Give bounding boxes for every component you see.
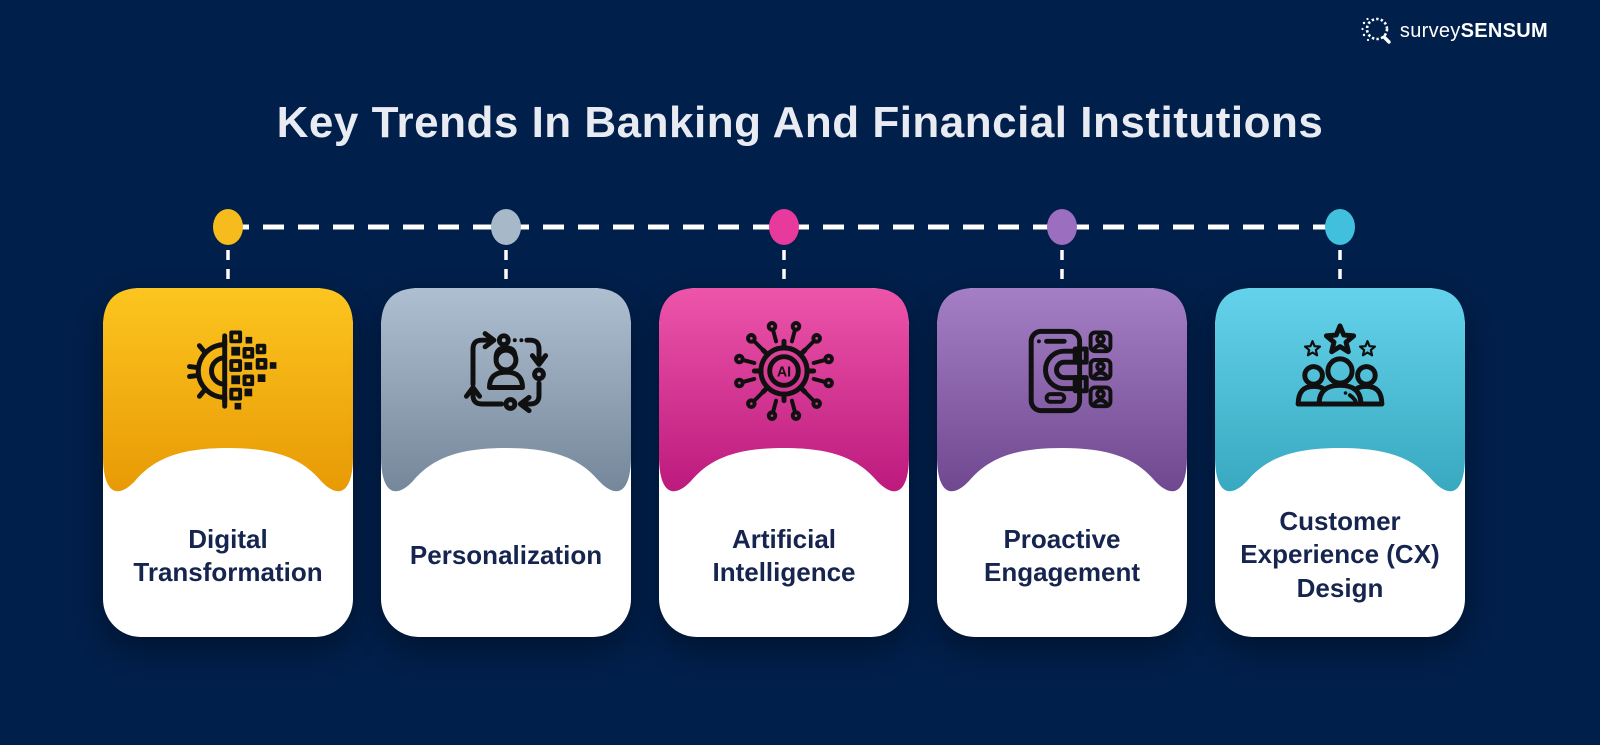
- card-label: Customer Experience (CX) Design: [1233, 486, 1447, 624]
- ai-chip-label: AI: [777, 365, 791, 381]
- surveysensum-q-brain-icon: [1361, 17, 1391, 44]
- page-title: Key Trends In Banking And Financial Inst…: [276, 98, 1324, 147]
- personalization-icon: [463, 331, 549, 414]
- card-label-text: Artificial Intelligence: [712, 523, 856, 587]
- card-header-wave: [103, 288, 353, 492]
- timeline-dot-4: [1047, 209, 1077, 245]
- card-label-text: Proactive Engagement: [983, 523, 1141, 587]
- logo-word-sensum: SENSUM: [1460, 19, 1548, 42]
- surveysensum-logo: surveySENSUM: [1359, 14, 1548, 48]
- card-personalization: Personalization: [381, 288, 631, 637]
- card-label: Proactive Engagement: [955, 496, 1169, 616]
- card-label: Digital Transformation: [121, 496, 335, 616]
- artificial-intelligence-icon: AI: [734, 321, 834, 421]
- timeline-dot-3: [769, 209, 799, 245]
- digital-transformation-icon: [187, 330, 277, 410]
- logo-word-survey: survey: [1399, 19, 1461, 42]
- card-cx-design: Customer Experience (CX) Design: [1215, 288, 1465, 637]
- timeline-dot-2: [491, 209, 521, 245]
- card-label-text: Customer Experience (CX) Design: [1240, 506, 1440, 603]
- card-label-text: Digital Transformation: [133, 523, 323, 587]
- card-header-wave: [659, 288, 909, 492]
- card-label-text: Personalization: [409, 540, 603, 571]
- surveysensum-wordmark: surveySENSUM: [1400, 20, 1548, 43]
- card-label: Personalization: [399, 496, 613, 616]
- timeline-dot-1: [213, 209, 243, 245]
- card-proactive-engagement: Proactive Engagement: [937, 288, 1187, 637]
- card-artificial-intelligence: AI Artificial Intelligence: [659, 288, 909, 637]
- card-header-wave: [1215, 288, 1465, 492]
- timeline-dot-5: [1325, 209, 1355, 245]
- timeline: [213, 209, 1355, 294]
- cx-design-icon: [1295, 323, 1385, 407]
- card-label: Artificial Intelligence: [677, 496, 891, 616]
- card-digital-transformation: Digital Transformation: [103, 288, 353, 637]
- proactive-engagement-icon: [1028, 328, 1113, 414]
